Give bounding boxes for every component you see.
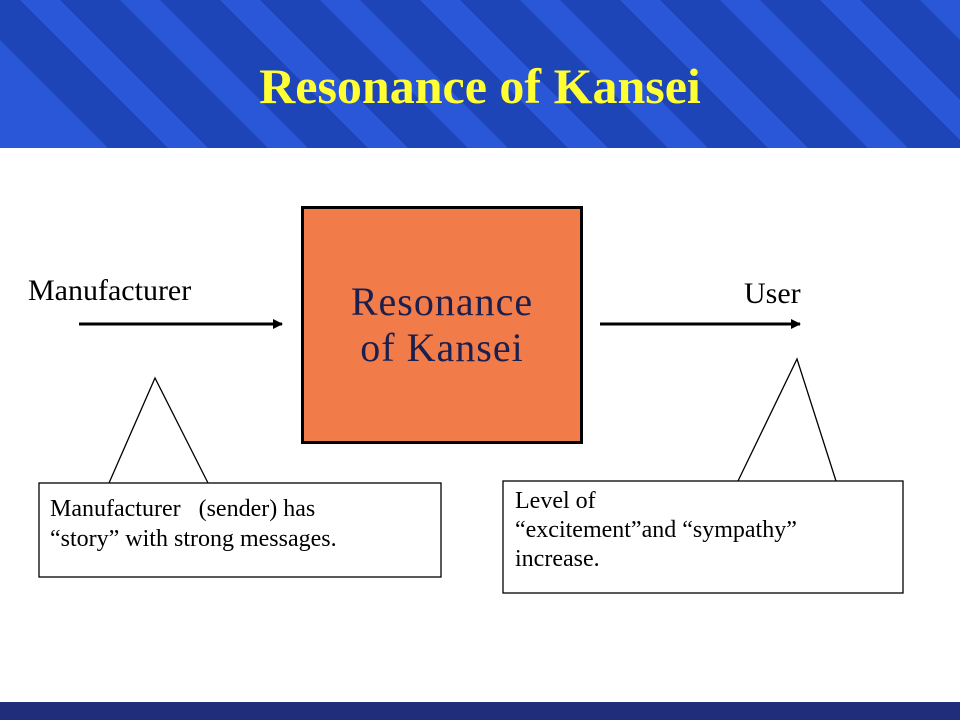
left-callout-line1: Manufacturer (sender) has <box>50 496 316 522</box>
right-callout-box <box>502 480 904 594</box>
header-background <box>0 0 960 148</box>
slide-footer-bar <box>0 702 960 720</box>
right-callout-line1: Level of <box>515 488 596 514</box>
resonance-box-line2: of Kansei <box>360 325 524 370</box>
slide-title: Resonance of Kansei <box>259 58 701 114</box>
resonance-box-text: Resonance of Kansei <box>304 279 580 371</box>
right-callout-text: Level of “excitement”and “sympathy” incr… <box>515 487 797 574</box>
resonance-box: Resonance of Kansei <box>301 206 583 444</box>
left-callout-pointer <box>108 376 209 484</box>
left-callout-box <box>38 482 442 578</box>
left-callout-line2: “story” with strong messages. <box>50 526 337 552</box>
left-callout-text: Manufacturer (sender) has “story” with s… <box>50 494 337 554</box>
right-callout-line3: increase. <box>515 546 600 572</box>
manufacturer-label: Manufacturer <box>28 274 192 307</box>
resonance-box-line1: Resonance <box>350 279 534 324</box>
slide-header: Resonance of Kansei <box>0 0 960 148</box>
right-callout-line2: “excitement”and “sympathy” <box>515 517 797 543</box>
user-label: User <box>744 277 801 310</box>
right-callout-pointer <box>737 357 837 482</box>
